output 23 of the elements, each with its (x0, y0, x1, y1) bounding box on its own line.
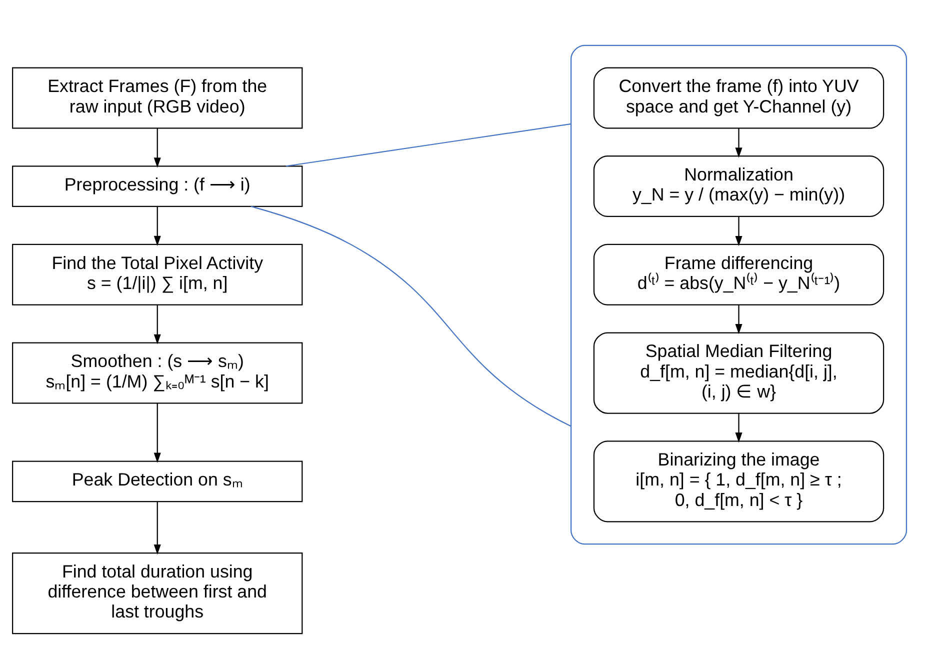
connector (286, 122, 572, 166)
arrow (154, 501, 161, 554)
node-box: Frame differencing d⁽ᵗ⁾ = abs(y_N⁽ᵗ⁾ − y_N⁽ᵗ⁻¹⁾) (593, 243, 884, 305)
node-box: Find total duration using difference between first and last troughs (12, 552, 303, 634)
node-box: Convert the frame (f) into YUV space and get Y-Channel (y) (593, 66, 884, 128)
arrow (735, 128, 742, 158)
node-box: Extract Frames (F) from the raw input (RGB video) (12, 66, 303, 128)
arrow (154, 128, 161, 168)
node-box: Peak Detection on sₘ (12, 460, 303, 502)
arrow (735, 412, 742, 442)
arrow (154, 304, 161, 344)
arrow (735, 216, 742, 246)
connector (250, 205, 572, 426)
node-box: Smoothen : (s ⟶ sₘ) sₘ[n] = (1/M) ∑ₖ₌₀ᴹ⁻¹ s[n − k] (12, 342, 303, 404)
cluster (570, 44, 908, 544)
arrow (735, 304, 742, 334)
node-box: Binarizing the image i[m, n] = { 1, d_f[m, n] ≥ τ ; 0, d_f[m, n] < τ } (593, 440, 884, 522)
node-box: Preprocessing : (f ⟶ i) (12, 165, 303, 206)
arrow (154, 206, 161, 246)
arrow (154, 402, 161, 462)
node-box: Normalization y_N = y / (max(y) − min(y)) (593, 155, 884, 217)
node-box: Spatial Median Filtering d_f[m, n] = median{d[i, j], (i, j) ∈ w} (593, 332, 884, 414)
node-box: Find the Total Pixel Activity s = (1/|i|) ∑ i[m, n] (12, 243, 303, 305)
